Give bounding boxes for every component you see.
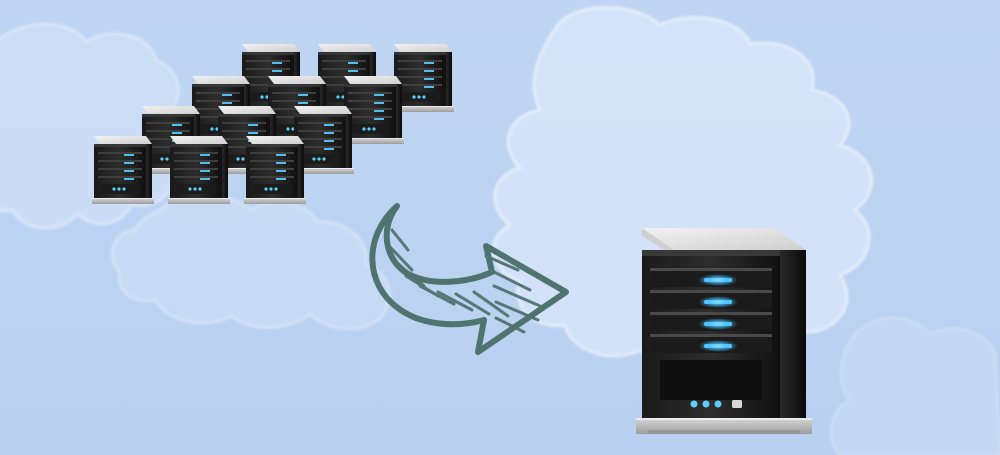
cloud-icon [829,316,1000,455]
server-icon [168,136,230,204]
server-icon [92,136,154,204]
server-icon [244,136,306,204]
curved-arrow-icon [369,203,569,355]
server-icon [636,228,812,434]
